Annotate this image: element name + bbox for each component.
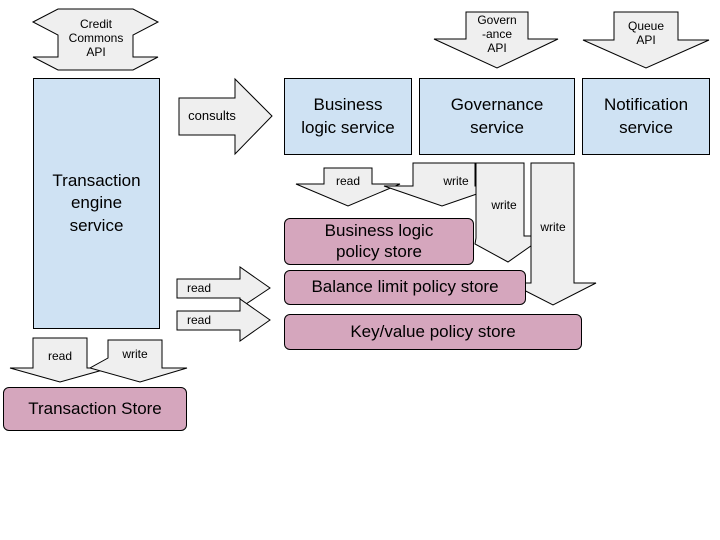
governance-api-arrow xyxy=(433,11,559,69)
write-governance-label-2: write xyxy=(491,198,517,213)
write-transaction-label: write xyxy=(122,347,148,362)
balance-limit-policy-store: Balance limit policy store xyxy=(284,270,526,305)
write-notification-arrow xyxy=(509,162,597,306)
write-governance-arrow-2 xyxy=(474,162,547,263)
business-logic-service: Business logic service xyxy=(284,78,412,155)
write-governance-arrow-1 xyxy=(383,162,501,207)
transaction-engine-service: Transaction engine service xyxy=(33,78,160,329)
governance-api-label: Govern -ance API xyxy=(477,13,517,55)
consults-label: consults xyxy=(188,108,236,124)
read-business-logic-arrow xyxy=(295,167,401,207)
read-balance-limit-arrow xyxy=(176,266,271,309)
read-key-value-arrow xyxy=(176,298,271,342)
governance-service: Governance service xyxy=(419,78,575,155)
business-logic-policy-store: Business logic policy store xyxy=(284,218,474,265)
queue-api-arrow xyxy=(582,11,710,69)
read-balance-limit-label: read xyxy=(186,281,212,296)
credit-commons-api-arrow xyxy=(31,8,160,71)
read-key-value-label: read xyxy=(186,313,212,328)
credit-commons-api-label: Credit Commons API xyxy=(68,17,124,59)
read-business-logic-label: read xyxy=(335,174,361,189)
write-transaction-arrow xyxy=(88,339,188,383)
write-governance-label-1: write xyxy=(443,174,469,189)
transaction-store: Transaction Store xyxy=(3,387,187,431)
key-value-policy-store: Key/value policy store xyxy=(284,314,582,350)
queue-api-label: Queue API xyxy=(627,19,665,47)
notification-service: Notification service xyxy=(582,78,710,155)
read-transaction-arrow xyxy=(9,337,111,383)
consults-arrow xyxy=(178,77,273,156)
write-notification-label: write xyxy=(540,220,566,235)
read-transaction-label: read xyxy=(47,349,73,364)
